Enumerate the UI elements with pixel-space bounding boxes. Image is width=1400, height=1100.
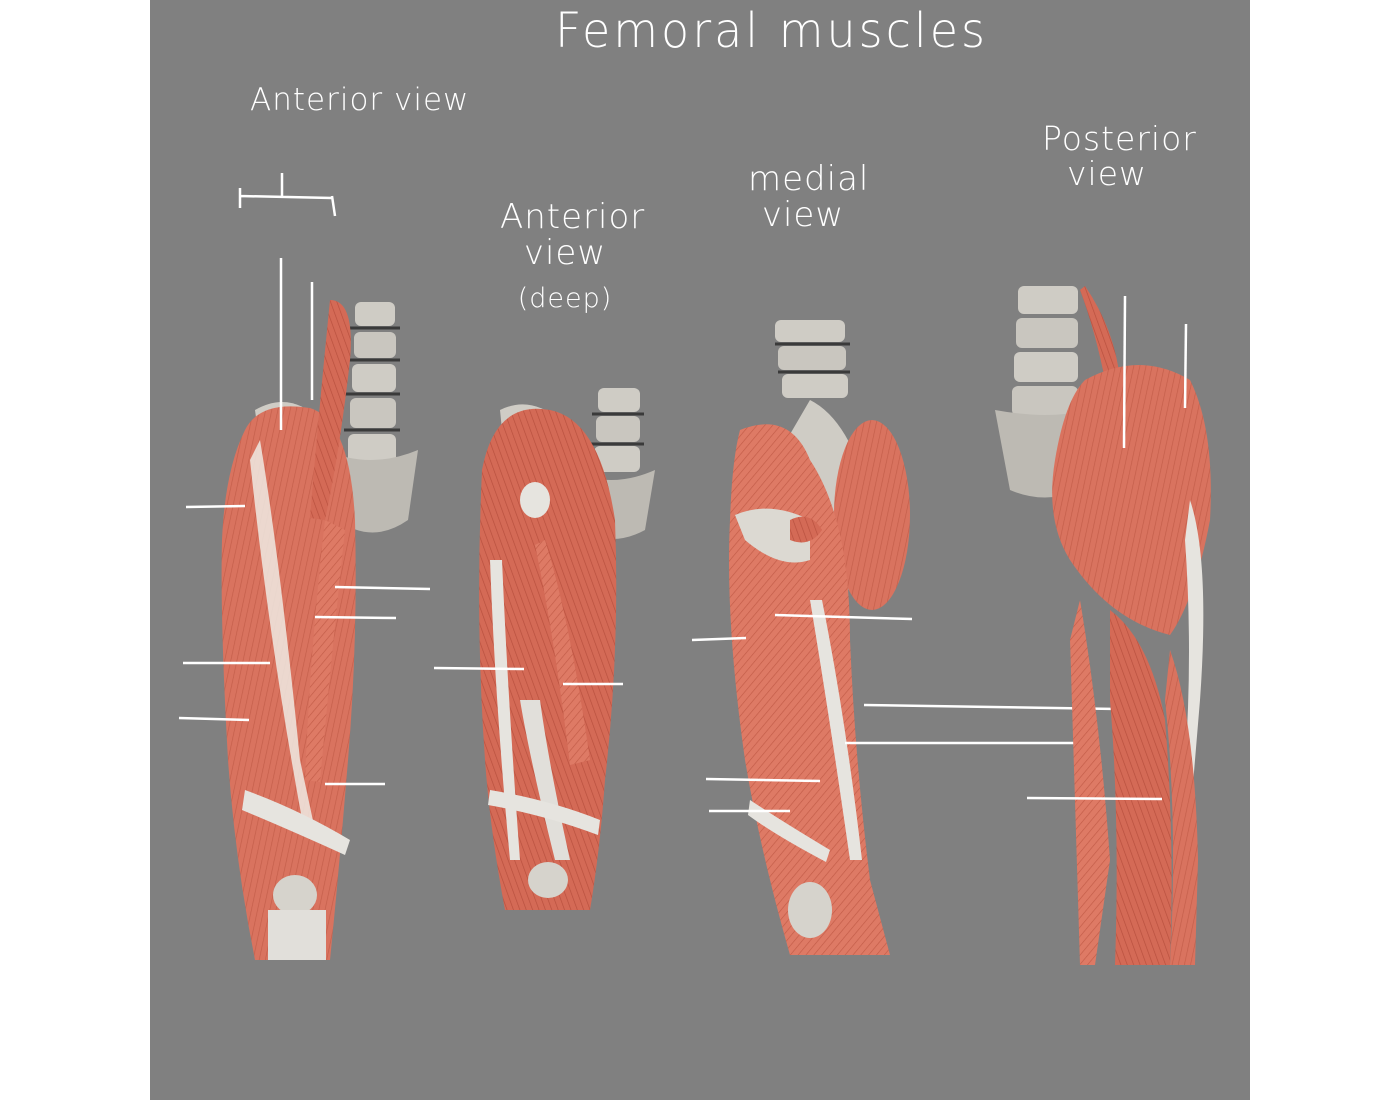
leader-lines-anterior: [178, 173, 431, 786]
posterior-view-label: Posterior view: [1042, 119, 1197, 193]
anatomy-figures: [178, 173, 1211, 965]
figure-posterior: [995, 286, 1211, 965]
deep-note: (deep): [517, 283, 613, 315]
figure-anterior-deep: [433, 378, 655, 910]
figure-medial: [691, 320, 1118, 955]
figure-anterior: [178, 173, 431, 960]
spine-medial: [775, 320, 850, 398]
diagram-title: Femoral muscles: [555, 1, 988, 59]
leader-lines-posterior: [1026, 295, 1188, 801]
leader-lines-anterior-deep: [433, 666, 623, 686]
diagram-canvas: Femoral muscles Anterior view Anterior v…: [150, 0, 1250, 1100]
anterior-deep-view-label: Anterior view (deep): [500, 197, 646, 315]
anterior-view-label: Anterior view: [250, 82, 470, 118]
medial-view-label: medial view: [748, 159, 870, 235]
